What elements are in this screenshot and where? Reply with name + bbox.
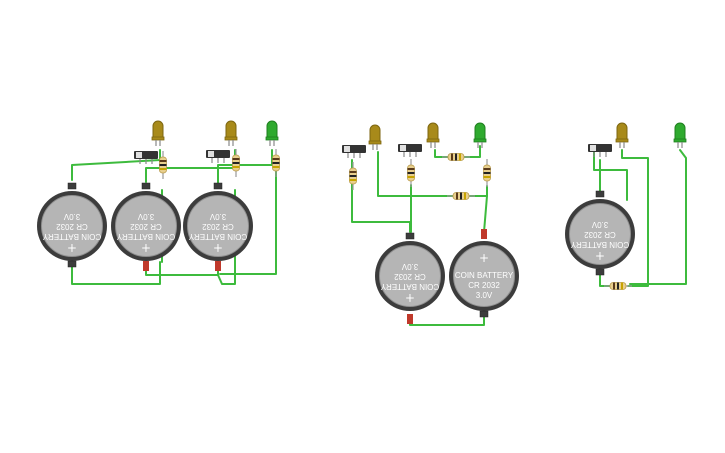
green-led[interactable]	[265, 120, 279, 147]
battery-label-line3: 3.0V	[476, 291, 493, 300]
negative-terminal[interactable]	[595, 268, 605, 276]
yellow-led[interactable]	[368, 124, 382, 151]
battery-label-line1: COIN BATTERY	[116, 232, 175, 241]
battery-2[interactable]: COIN BATTERY CR 2032 3.0V +	[110, 182, 182, 271]
battery-label-line3: 3.0V	[401, 262, 418, 271]
resistor[interactable]	[406, 158, 416, 188]
slide-switch[interactable]	[397, 143, 423, 158]
one-battery-two-led-circuit: COIN BATTERY CR 2032 3.0V +	[564, 122, 687, 291]
plus-icon: +	[595, 249, 605, 263]
plus-icon: +	[479, 251, 489, 265]
negative-terminal[interactable]	[67, 260, 77, 268]
slide-switch[interactable]	[587, 143, 613, 158]
wire[interactable]	[217, 149, 273, 184]
wire[interactable]	[409, 313, 485, 326]
battery-5[interactable]: + COIN BATTERY CR 2032 3.0V	[448, 229, 520, 318]
wire[interactable]	[71, 149, 161, 181]
wire[interactable]	[71, 261, 161, 285]
negative-terminal[interactable]	[213, 182, 223, 190]
wire[interactable]	[469, 185, 488, 197]
yellow-led[interactable]	[426, 122, 440, 149]
battery-label-line1: COIN BATTERY	[455, 271, 514, 280]
slide-switch[interactable]	[341, 144, 367, 159]
wire[interactable]	[145, 265, 219, 276]
battery-label-line2: CR 2032	[394, 272, 426, 281]
yellow-led[interactable]	[224, 120, 238, 147]
three-battery-three-led-circuit: COIN BATTERY CR 2032 3.0V + COIN BATTERY…	[36, 120, 281, 285]
negative-terminal[interactable]	[595, 190, 605, 198]
resistor[interactable]	[231, 148, 241, 178]
wire[interactable]	[621, 149, 649, 287]
wire[interactable]	[593, 151, 628, 201]
positive-terminal[interactable]	[481, 229, 487, 239]
slide-switch[interactable]	[205, 149, 231, 164]
resistor[interactable]	[441, 152, 471, 162]
battery-label-line1: COIN BATTERY	[570, 240, 629, 249]
green-led[interactable]	[673, 122, 687, 149]
battery-3[interactable]: COIN BATTERY CR 2032 3.0V +	[182, 182, 254, 271]
yellow-led[interactable]	[151, 120, 165, 147]
battery-label-line3: 3.0V	[209, 212, 226, 221]
battery-label-line2: CR 2032	[468, 281, 500, 290]
plus-icon: +	[405, 291, 415, 305]
negative-terminal[interactable]	[405, 232, 415, 240]
resistor[interactable]	[348, 161, 358, 191]
negative-terminal[interactable]	[479, 310, 489, 318]
battery-label-line2: CR 2032	[202, 222, 234, 231]
battery-label-line1: COIN BATTERY	[42, 232, 101, 241]
yellow-led[interactable]	[615, 122, 629, 149]
wire[interactable]	[377, 151, 456, 197]
resistor[interactable]	[603, 281, 633, 291]
positive-terminal[interactable]	[215, 261, 221, 271]
battery-6[interactable]: COIN BATTERY CR 2032 3.0V +	[564, 190, 636, 276]
battery-label-line2: CR 2032	[130, 222, 162, 231]
battery-label-line3: 3.0V	[591, 220, 608, 229]
wire[interactable]	[629, 149, 687, 285]
plus-icon: +	[67, 241, 77, 255]
battery-label-line1: COIN BATTERY	[188, 232, 247, 241]
battery-label-line3: 3.0V	[63, 212, 80, 221]
battery-1[interactable]: COIN BATTERY CR 2032 3.0V +	[36, 182, 108, 268]
positive-terminal[interactable]	[143, 261, 149, 271]
two-battery-three-led-circuit: COIN BATTERY CR 2032 3.0V + + COIN BATTE…	[341, 122, 520, 326]
positive-terminal[interactable]	[407, 314, 413, 324]
negative-terminal[interactable]	[141, 182, 151, 190]
green-led[interactable]	[473, 122, 487, 149]
battery-label-line3: 3.0V	[137, 212, 154, 221]
negative-terminal[interactable]	[67, 182, 77, 190]
battery-label-line2: CR 2032	[56, 222, 88, 231]
battery-4[interactable]: COIN BATTERY CR 2032 3.0V +	[374, 232, 446, 324]
wire[interactable]	[483, 195, 488, 233]
plus-icon: +	[213, 241, 223, 255]
resistor[interactable]	[271, 148, 281, 178]
plus-icon: +	[141, 241, 151, 255]
resistor[interactable]	[482, 158, 492, 188]
battery-label-line1: COIN BATTERY	[380, 282, 439, 291]
resistor[interactable]	[446, 191, 476, 201]
battery-label-line2: CR 2032	[584, 230, 616, 239]
